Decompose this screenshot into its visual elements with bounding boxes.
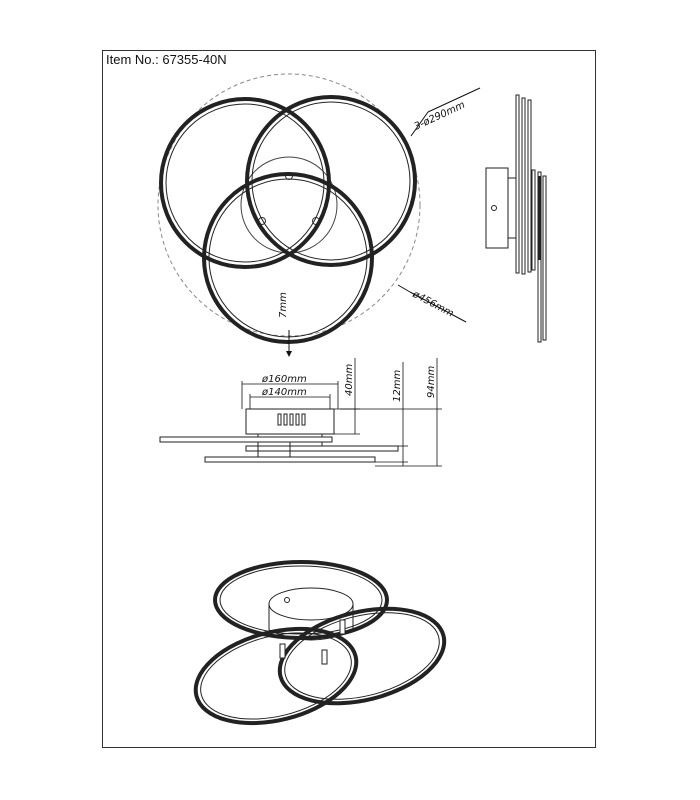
ring-top-right: [245, 95, 417, 267]
ring-top-left: [159, 97, 331, 269]
front-elevation: ø160mm ø140mm 40mm 12mm 94mm: [159, 358, 442, 467]
ring-width-label: 7mm: [278, 292, 289, 318]
drawing-frame: [102, 50, 596, 748]
canopy-height-label: 40mm: [344, 364, 355, 396]
ring-bottom: [202, 172, 374, 344]
ring-diameter-label: 3-ø290mm: [413, 100, 467, 133]
ring-bottom-inner: [208, 178, 368, 338]
plate-diameter-label: ø140mm: [261, 387, 307, 398]
canopy-diameter-label: ø160mm: [261, 374, 307, 385]
outer-diameter-label: ø456mm: [410, 288, 456, 319]
total-height-label: 94mm: [426, 366, 437, 398]
top-view: 3-ø290mm ø456mm 7mm: [157, 73, 481, 357]
item-number: Item No.: 67355-40N: [106, 52, 227, 67]
ring-gap-label: 12mm: [392, 370, 403, 402]
side-view: [485, 94, 547, 343]
perspective-view: [193, 560, 447, 726]
ring-top-left-inner: [165, 103, 325, 263]
